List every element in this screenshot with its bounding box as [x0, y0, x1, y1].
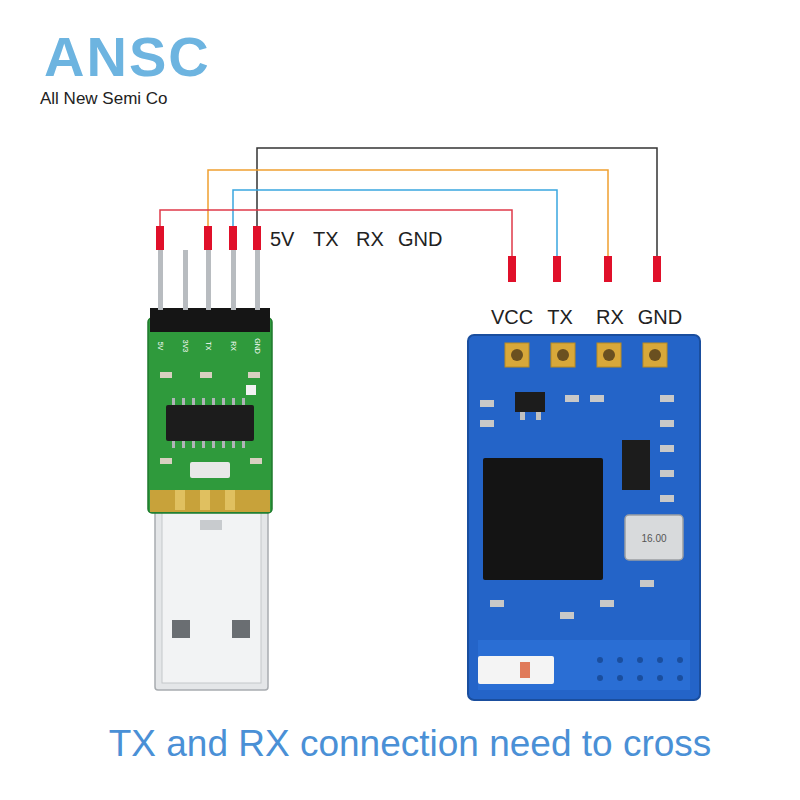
pin-label: RX: [356, 228, 384, 250]
silkscreen-label: TX: [204, 342, 212, 351]
pin-label: 5V: [270, 228, 294, 250]
pin-label: GND: [398, 228, 442, 250]
silkscreen-label: 3V3: [181, 340, 189, 352]
pin-label: RX: [596, 306, 624, 328]
pin-label: TX: [313, 228, 339, 250]
pin-label: GND: [638, 306, 682, 328]
caption: TX and RX connection need to cross: [109, 724, 712, 765]
company-name: All New Semi Co: [40, 90, 168, 109]
company-logo: ANSC: [44, 26, 211, 88]
silkscreen-label: RX: [229, 341, 237, 351]
crystal-marking: 16.00: [641, 533, 666, 544]
pin-label: VCC: [491, 306, 533, 328]
silkscreen-label: GND: [253, 338, 261, 354]
pin-label: TX: [547, 306, 573, 328]
silkscreen-label: 5V: [156, 342, 164, 351]
